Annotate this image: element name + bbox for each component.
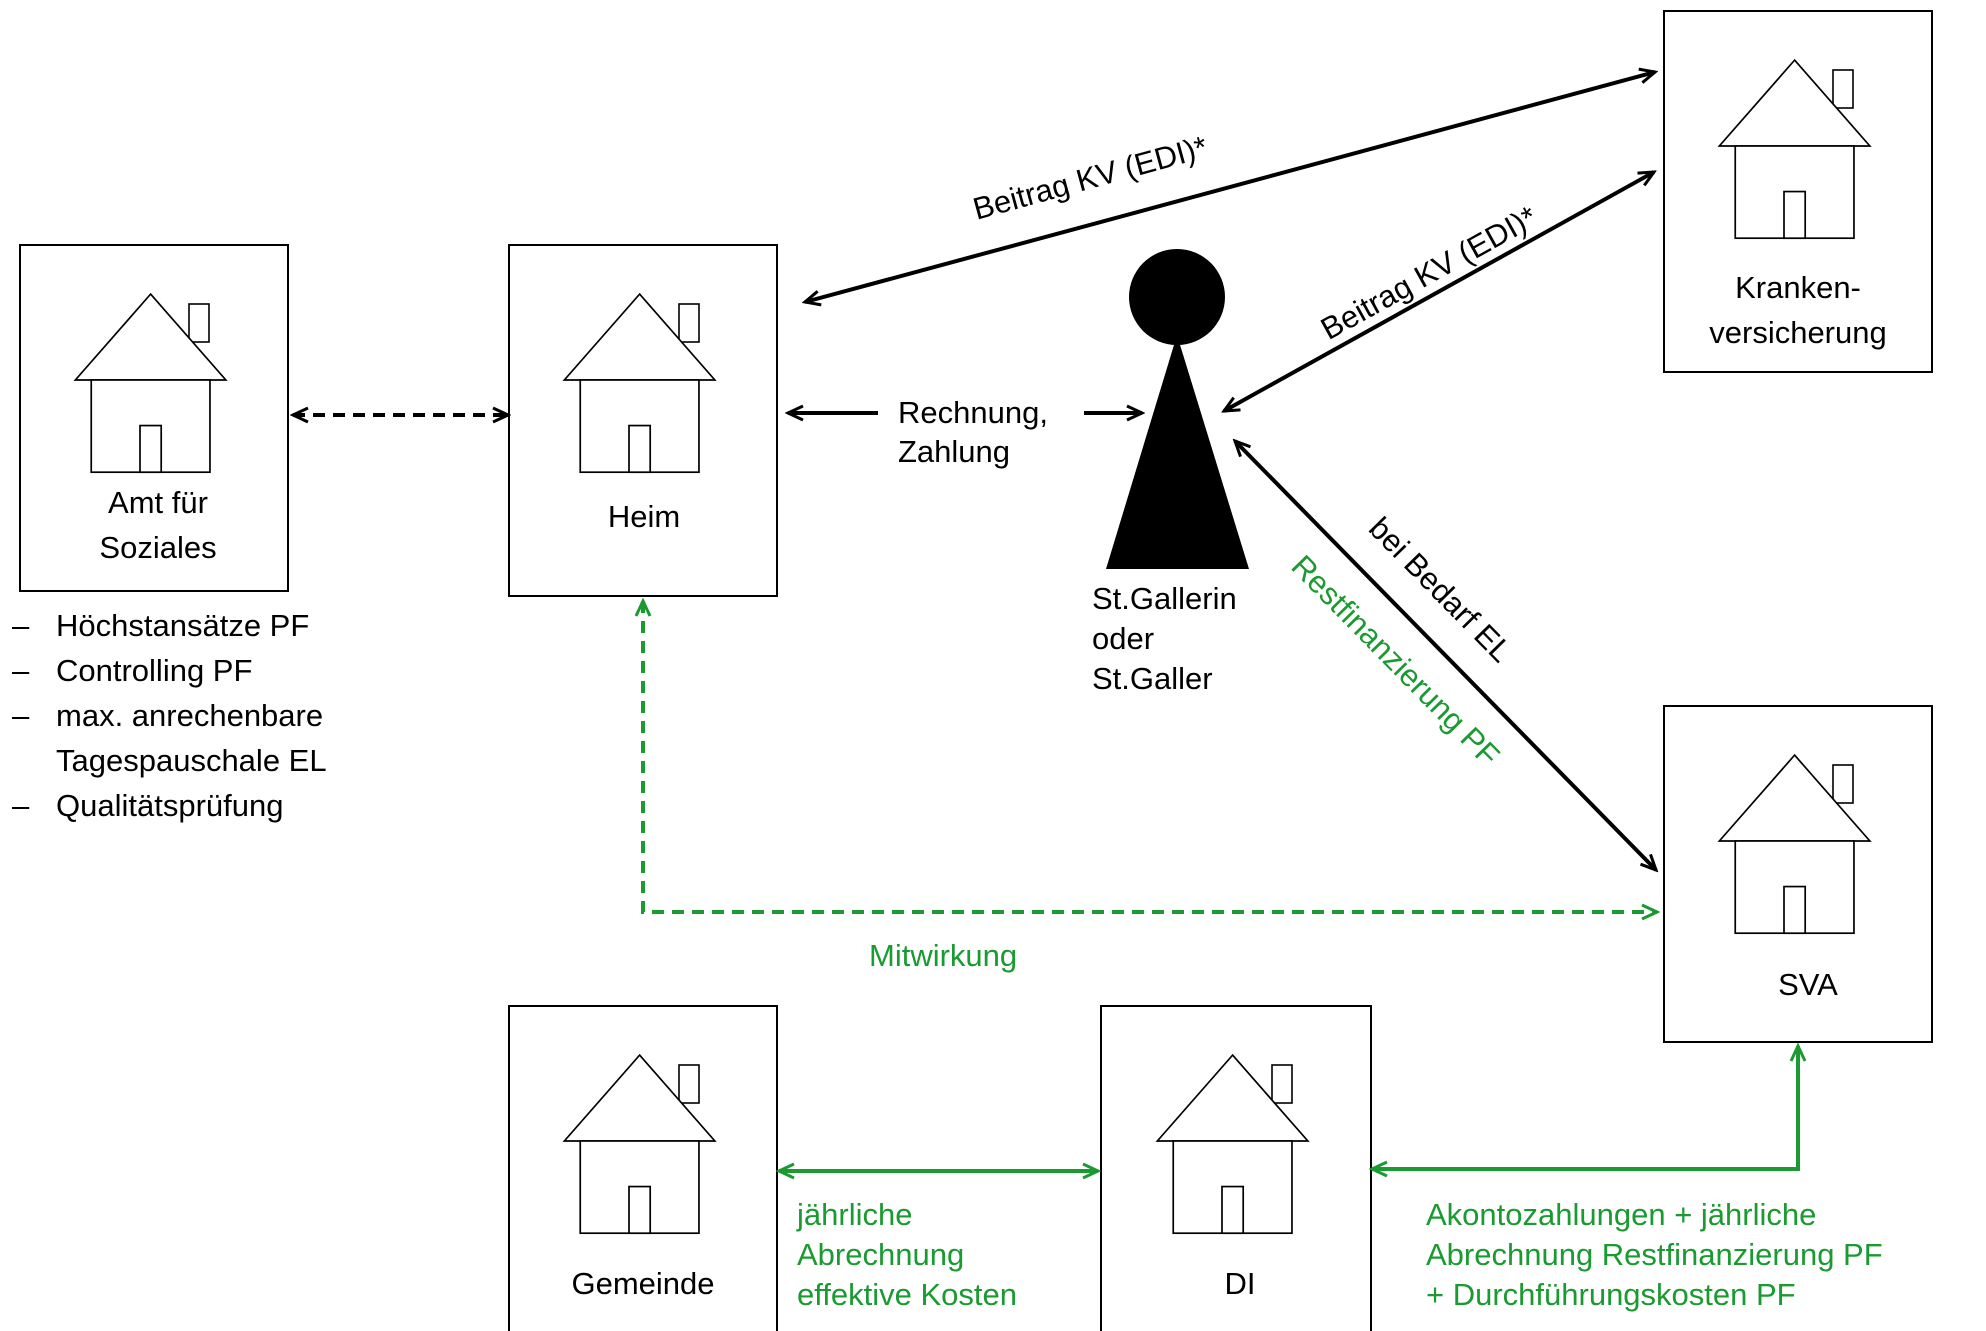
task-text: max. anrechenbare Tagespauschale EL <box>56 698 327 778</box>
mitwirkung-label: Mitwirkung <box>869 938 1017 973</box>
kv-label-line-2: versicherung <box>1709 315 1886 350</box>
edge-person-sva <box>1235 441 1656 870</box>
rechnung-label-line-2: Zahlung <box>898 434 1010 469</box>
bullet-dash: – <box>12 653 30 688</box>
edge-heim-krankenversicherung <box>805 72 1655 302</box>
sva-label: SVA <box>1778 967 1838 1002</box>
abrechnung-label-line-3: effektive Kosten <box>797 1277 1017 1312</box>
gemeinde-label: Gemeinde <box>571 1266 714 1301</box>
house-icon <box>563 1054 716 1235</box>
rechnung-label-line-1: Rechnung, <box>898 395 1048 430</box>
amt-label-line-2: Soziales <box>99 530 216 565</box>
akonto-label-line-3: + Durchführungskosten PF <box>1426 1277 1796 1312</box>
task-text: Höchstansätze PF <box>56 608 310 643</box>
task-text: Qualitätsprüfung <box>56 788 284 823</box>
edge-di-sva <box>1372 1046 1798 1169</box>
restfinanzierung-label: Restfinanzierung PF <box>1285 548 1507 773</box>
node-heim: Heim <box>508 244 778 597</box>
edge-person-krankenversicherung <box>1224 170 1654 413</box>
task-item: –max. anrechenbare Tagespauschale EL <box>12 693 327 783</box>
kv-label-line-1: Kranken- <box>1735 270 1861 305</box>
task-text: Controlling PF <box>56 653 253 688</box>
house-icon <box>1718 59 1871 240</box>
person-label-line-1: St.Gallerin <box>1092 581 1237 616</box>
beitrag-heim-label: Beitrag KV (EDI)* <box>969 129 1211 226</box>
task-item: –Höchstansätze PF <box>12 603 327 648</box>
beitrag-person-label: Beitrag KV (EDI)* <box>1315 199 1543 347</box>
abrechnung-label-line-1: jährliche <box>796 1197 912 1232</box>
node-gemeinde: Gemeinde <box>508 1005 778 1331</box>
task-item: –Qualitätsprüfung <box>12 783 327 828</box>
person-label-line-3: St.Galler <box>1092 661 1213 696</box>
node-krankenversicherung: Kranken- versicherung <box>1663 10 1933 373</box>
bullet-dash: – <box>12 788 30 823</box>
node-di: DI <box>1100 1005 1372 1331</box>
house-icon <box>74 293 227 474</box>
amt-task-list: –Höchstansätze PF –Controlling PF –max. … <box>12 603 327 828</box>
edge-heim-sva-mitwirkung <box>643 601 1657 912</box>
house-icon <box>1718 754 1871 935</box>
house-icon <box>1156 1054 1309 1235</box>
akonto-label-line-1: Akontozahlungen + jährliche <box>1426 1197 1816 1232</box>
amt-label-line-1: Amt für <box>108 485 208 520</box>
node-sva: SVA <box>1663 705 1933 1043</box>
house-icon <box>563 293 716 474</box>
akonto-label-line-2: Abrechnung Restfinanzierung PF <box>1426 1237 1883 1272</box>
heim-label: Heim <box>608 499 680 534</box>
abrechnung-label-line-2: Abrechnung <box>797 1237 964 1272</box>
bullet-dash: – <box>12 698 30 733</box>
di-label: DI <box>1225 1266 1256 1301</box>
node-amt-fuer-soziales: Amt für Soziales <box>19 244 289 592</box>
bullet-dash: – <box>12 608 30 643</box>
person-label-line-2: oder <box>1092 621 1154 656</box>
task-item: –Controlling PF <box>12 648 327 693</box>
